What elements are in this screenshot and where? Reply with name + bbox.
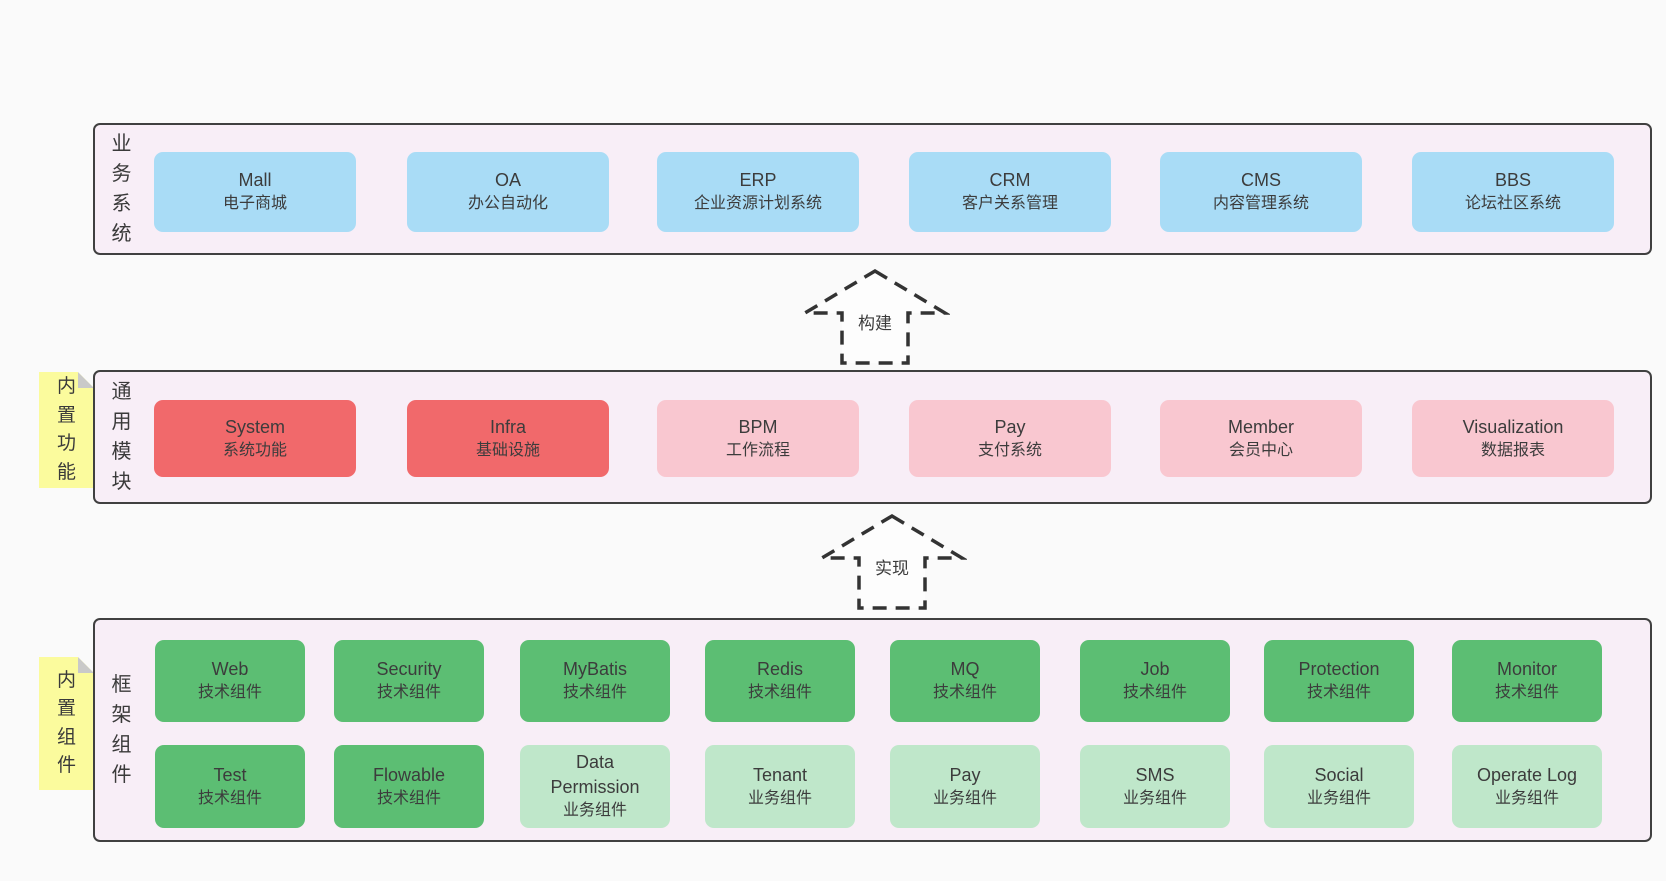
box-data-permission: Data Permission 业务组件 bbox=[520, 745, 670, 828]
sticky-note-label: 内置组件 bbox=[56, 669, 76, 776]
box-flowable: Flowable 技术组件 bbox=[334, 745, 484, 828]
box-pay-business: Pay 业务组件 bbox=[890, 745, 1040, 828]
container-business-systems: 业务系统 Mall 电子商城 OA 办公自动化 ERP 企业资源计划系统 CRM… bbox=[93, 123, 1652, 255]
arrow-label-implement: 实现 bbox=[871, 553, 913, 580]
label-framework-components: 框架组件 bbox=[111, 674, 132, 786]
box-social: Social 业务组件 bbox=[1264, 745, 1414, 828]
box-sms: SMS 业务组件 bbox=[1080, 745, 1230, 828]
box-protection: Protection 技术组件 bbox=[1264, 640, 1414, 722]
box-erp: ERP 企业资源计划系统 bbox=[657, 152, 859, 232]
arrow-label-build: 构建 bbox=[854, 308, 896, 335]
box-mq: MQ 技术组件 bbox=[890, 640, 1040, 722]
box-crm: CRM 客户关系管理 bbox=[909, 152, 1111, 232]
box-system: System 系统功能 bbox=[154, 400, 356, 477]
build-arrow-icon: 构建 bbox=[800, 266, 950, 368]
sticky-note-built-in-features: 内置功能 bbox=[39, 372, 94, 488]
sticky-note-label: 内置功能 bbox=[56, 376, 76, 483]
box-oa: OA 办公自动化 bbox=[407, 152, 609, 232]
box-job: Job 技术组件 bbox=[1080, 640, 1230, 722]
container-common-modules: 通用模块 System 系统功能 Infra 基础设施 BPM 工作流程 Pay… bbox=[93, 370, 1652, 504]
box-pay: Pay 支付系统 bbox=[909, 400, 1111, 477]
box-cms: CMS 内容管理系统 bbox=[1160, 152, 1362, 232]
box-security: Security 技术组件 bbox=[334, 640, 484, 722]
box-redis: Redis 技术组件 bbox=[705, 640, 855, 722]
box-mybatis: MyBatis 技术组件 bbox=[520, 640, 670, 722]
box-member: Member 会员中心 bbox=[1160, 400, 1362, 477]
implement-arrow-icon: 实现 bbox=[817, 511, 967, 613]
box-tenant: Tenant 业务组件 bbox=[705, 745, 855, 828]
box-infra: Infra 基础设施 bbox=[407, 400, 609, 477]
box-bbs: BBS 论坛社区系统 bbox=[1412, 152, 1614, 232]
box-monitor: Monitor 技术组件 bbox=[1452, 640, 1602, 722]
sticky-note-built-in-components: 内置组件 bbox=[39, 657, 94, 790]
box-test: Test 技术组件 bbox=[155, 745, 305, 828]
folded-corner-icon bbox=[78, 372, 94, 388]
label-business-systems: 业务系统 bbox=[111, 133, 132, 245]
box-bpm: BPM 工作流程 bbox=[657, 400, 859, 477]
box-web: Web 技术组件 bbox=[155, 640, 305, 722]
box-visualization: Visualization 数据报表 bbox=[1412, 400, 1614, 477]
box-mall: Mall 电子商城 bbox=[154, 152, 356, 232]
box-operate-log: Operate Log 业务组件 bbox=[1452, 745, 1602, 828]
container-framework-components: 框架组件 Web 技术组件 Security 技术组件 MyBatis 技术组件… bbox=[93, 618, 1652, 842]
label-common-modules: 通用模块 bbox=[111, 381, 132, 493]
folded-corner-icon bbox=[78, 657, 94, 673]
